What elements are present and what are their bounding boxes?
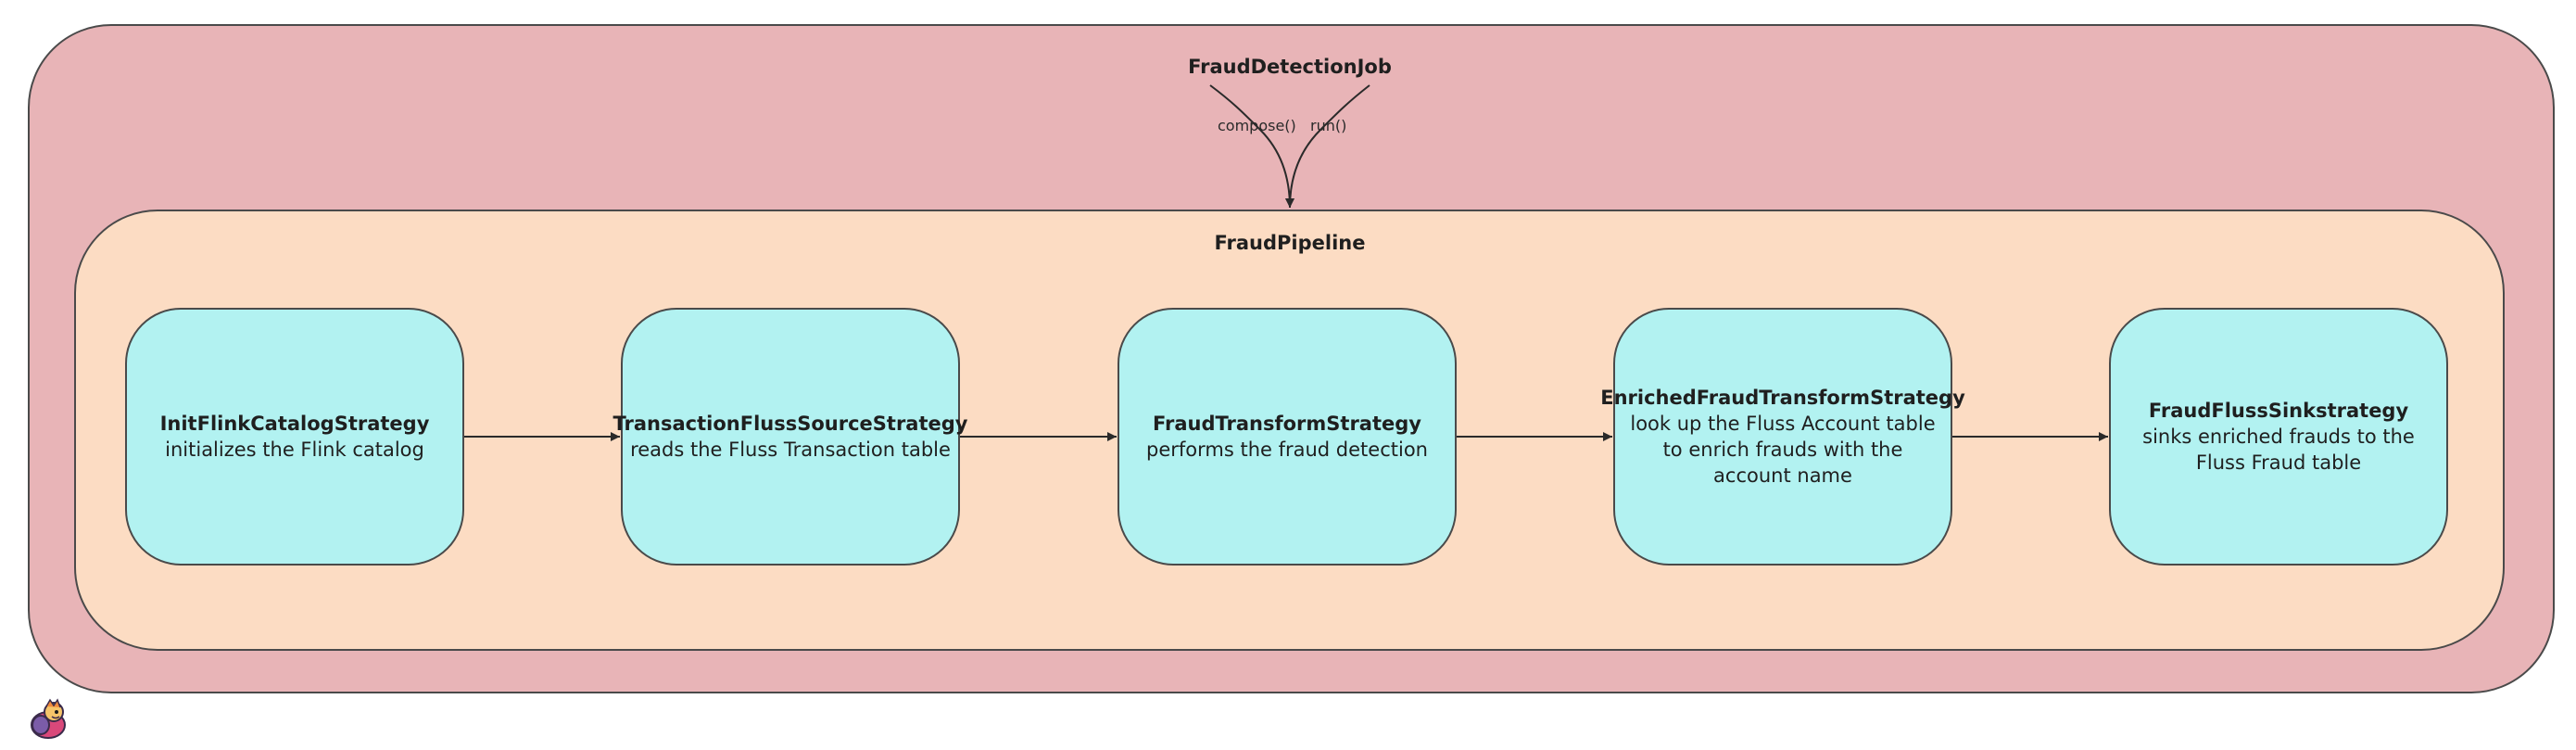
strategy-name: InitFlinkCatalogStrategy: [159, 413, 430, 435]
strategy-init-flink-catalog: InitFlinkCatalogStrategy initializes the…: [125, 308, 464, 566]
strategy-name: TransactionFlussSourceStrategy: [612, 413, 968, 435]
strategy-fraud-fluss-sink: FraudFlussSinkstrategy sinks enriched fr…: [2109, 308, 2448, 566]
job-title: FraudDetectionJob: [1188, 56, 1392, 78]
strategy-description: initializes the Flink catalog: [165, 439, 424, 461]
strategy-transaction-fluss-source: TransactionFlussSourceStrategy reads the…: [613, 308, 967, 566]
strategy-description: performs the fraud detection: [1146, 439, 1428, 461]
strategy-name: FraudTransformStrategy: [1152, 413, 1421, 435]
strategy-description: sinks enriched frauds to the Fluss Fraud…: [2142, 426, 2415, 474]
compose-edge: [1209, 84, 1294, 209]
strategy-description: reads the Fluss Transaction table: [630, 439, 951, 461]
pipeline-title: FraudPipeline: [1214, 232, 1366, 254]
mascot-logo-icon: [31, 698, 66, 739]
strategy-enriched-fraud-transform: EnrichedFraudTransformStrategy look up t…: [1600, 308, 1965, 566]
strategy-fraud-transform: FraudTransformStrategy performs the frau…: [1118, 308, 1457, 566]
strategy-name: EnrichedFraudTransformStrategy: [1600, 387, 1965, 409]
run-edge: [1285, 84, 1370, 209]
strategy-name: FraudFlussSinkstrategy: [2148, 400, 2409, 422]
strategy-description: look up the Fluss Account table to enric…: [1630, 413, 1936, 487]
